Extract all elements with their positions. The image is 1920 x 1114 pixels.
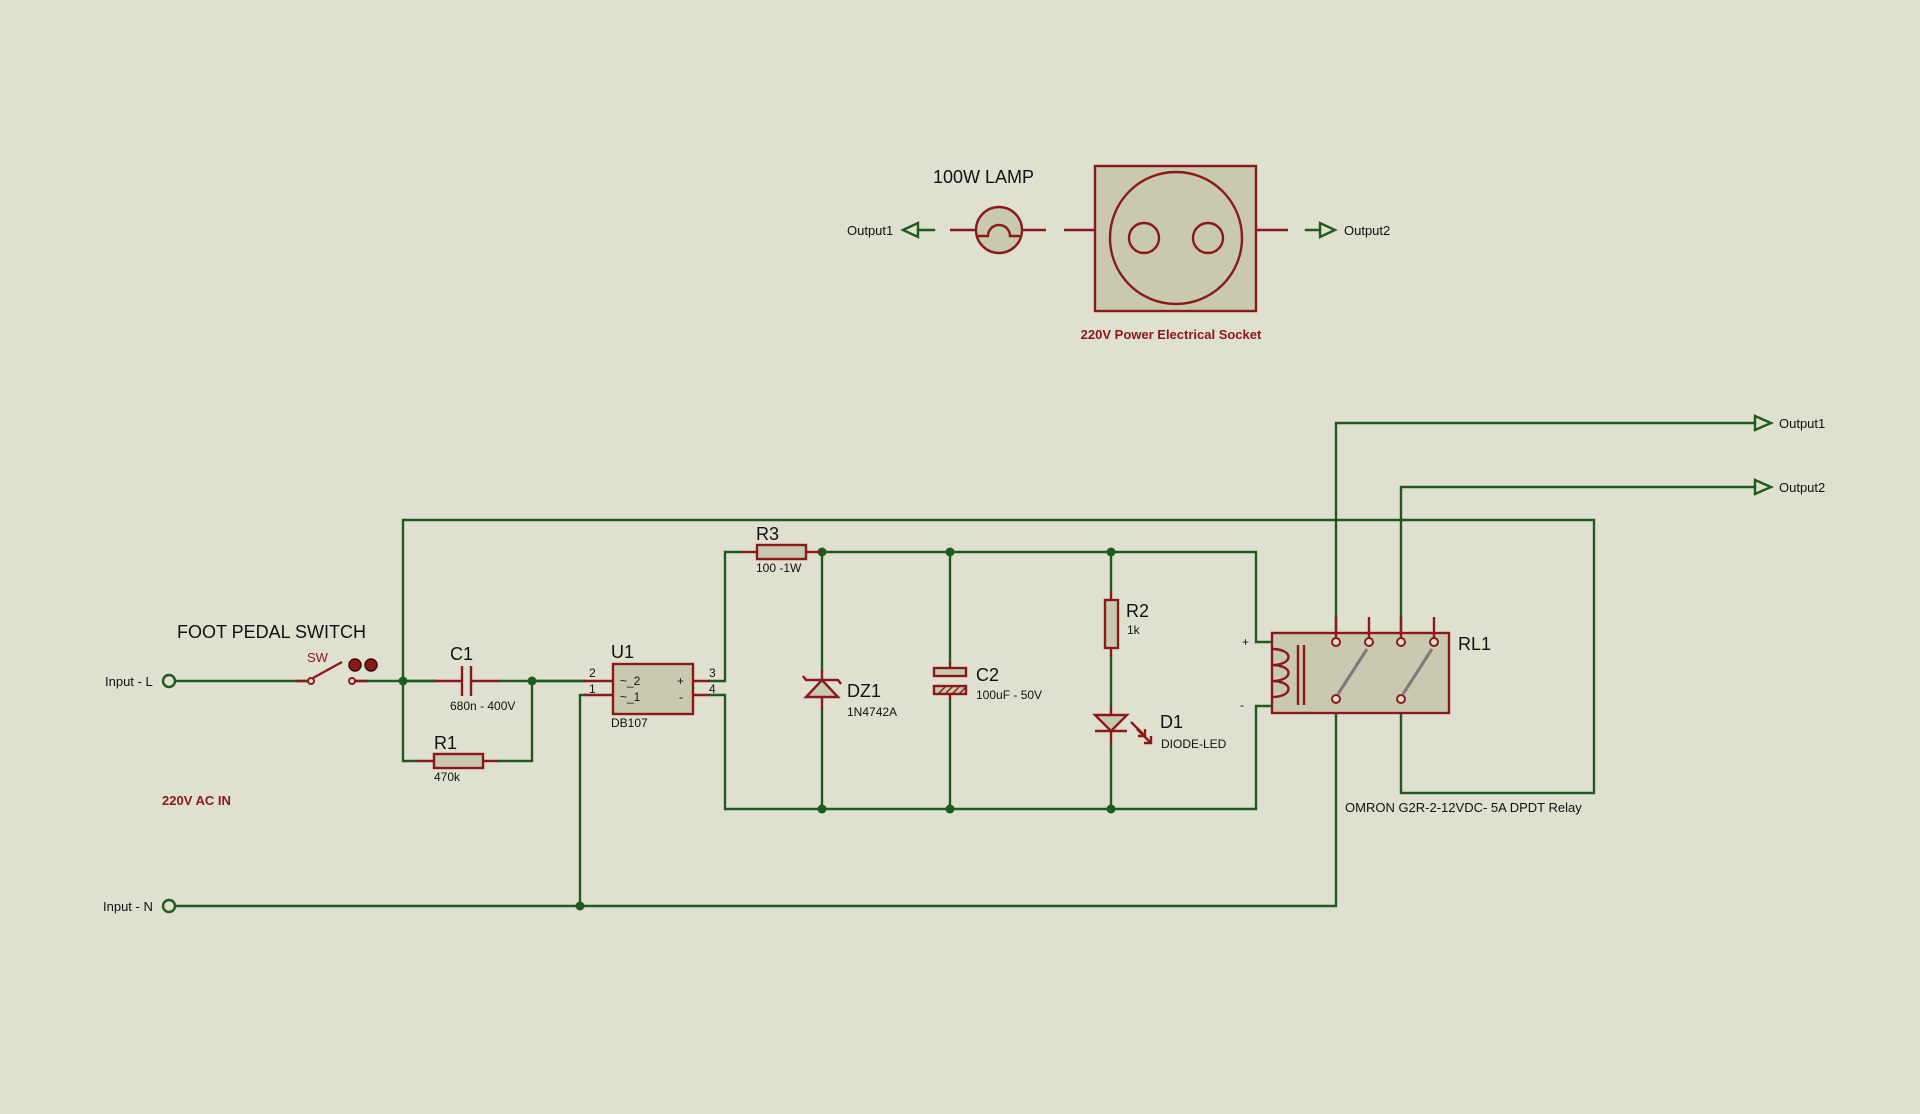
d1-ref: D1 <box>1160 712 1183 732</box>
input-l-terminal[interactable]: Input - L <box>105 673 177 689</box>
u1-pin4: 4 <box>709 682 716 696</box>
led-d1[interactable]: D1 DIODE-LED <box>1092 707 1227 751</box>
u1-pin1: 1 <box>589 682 596 696</box>
input-l-terminal-icon <box>161 673 177 689</box>
ac-in-label: 220V AC IN <box>162 793 231 808</box>
rl1-ref: RL1 <box>1458 634 1491 654</box>
u1-plus: + <box>677 674 684 688</box>
rl1-description: OMRON G2R-2-12VDC- 5A DPDT Relay <box>1345 800 1582 815</box>
r1-ref: R1 <box>434 733 457 753</box>
output1-label-right: Output1 <box>1779 416 1825 431</box>
zener-diode-icon <box>803 678 841 699</box>
switch-indicator-left-icon <box>348 658 362 672</box>
output2-label-right: Output2 <box>1779 480 1825 495</box>
socket-face-icon <box>1108 170 1244 306</box>
output1-terminal-top[interactable]: Output1 <box>847 221 936 239</box>
power-socket[interactable]: 220V Power Electrical Socket <box>1081 164 1262 342</box>
r3-ref: R3 <box>756 524 779 544</box>
lamp-title: 100W LAMP <box>933 167 1034 187</box>
u1-ac2: ~_2 <box>620 674 641 688</box>
switch-blade-icon <box>312 660 343 680</box>
output2-terminal-right[interactable]: Output2 <box>1753 478 1825 496</box>
output2-label-top: Output2 <box>1344 223 1390 238</box>
led-icon <box>1092 713 1130 733</box>
zener-diode-dz1[interactable]: DZ1 1N4742A <box>802 670 897 719</box>
capacitor-c2[interactable]: C2 100uF - 50V <box>932 662 1042 702</box>
u1-ref: U1 <box>611 642 634 662</box>
input-l-label: Input - L <box>105 674 153 689</box>
dz1-ref: DZ1 <box>847 681 881 701</box>
resistor-r1[interactable]: R1 470k <box>417 733 498 784</box>
relay-minus: - <box>1240 698 1244 712</box>
output2-terminal-top[interactable]: Output2 <box>1304 221 1390 239</box>
u1-part: DB107 <box>611 716 648 730</box>
output2-arrow-icon <box>1318 221 1338 239</box>
r1-value: 470k <box>434 770 461 784</box>
input-n-label: Input - N <box>103 899 153 914</box>
resistor-r3[interactable]: R3 100 -1W <box>741 524 822 575</box>
output1-terminal-right[interactable]: Output1 <box>1753 414 1825 432</box>
r2-value: 1k <box>1127 623 1141 637</box>
relay-rl1[interactable]: + - RL1 OMRON G2R-2-12VDC- 5A DPDT Relay <box>1240 617 1582 815</box>
u1-minus: - <box>679 690 683 704</box>
output2-right-arrow-icon <box>1753 478 1774 496</box>
wires <box>173 421 1757 908</box>
output1-right-arrow-icon <box>1753 414 1774 432</box>
relay-contact-1-icon <box>1336 648 1369 695</box>
lamp[interactable]: 100W LAMP <box>933 167 1046 255</box>
c2-ref: C2 <box>976 665 999 685</box>
c1-value: 680n - 400V <box>450 699 515 713</box>
socket-hole-right-icon <box>1191 221 1225 255</box>
c1-ref: C1 <box>450 644 473 664</box>
c2-value: 100uF - 50V <box>976 688 1042 702</box>
junctions <box>398 547 1116 911</box>
r3-value: 100 -1W <box>756 561 802 575</box>
bridge-rectifier-u1[interactable]: U1 DB107 2 1 3 4 ~_2 ~_1 + - <box>584 642 716 730</box>
output1-label-top: Output1 <box>847 223 893 238</box>
lamp-bulb-icon <box>974 205 1024 255</box>
dz1-value: 1N4742A <box>847 705 897 719</box>
switch-title: FOOT PEDAL SWITCH <box>177 622 366 642</box>
u1-pin2: 2 <box>589 666 596 680</box>
relay-coil-icon <box>1271 647 1290 699</box>
resistor-r2[interactable]: R2 1k <box>1103 591 1149 656</box>
socket-title: 220V Power Electrical Socket <box>1081 327 1262 342</box>
output1-arrow-icon <box>900 221 920 239</box>
socket-body <box>1093 164 1258 313</box>
switch-ref: SW <box>307 650 329 665</box>
input-n-terminal[interactable]: Input - N <box>103 898 177 914</box>
u1-pin3: 3 <box>709 666 716 680</box>
switch-indicator-right-icon <box>364 658 378 672</box>
u1-ac1: ~_1 <box>620 690 641 704</box>
foot-pedal-switch[interactable]: FOOT PEDAL SWITCH SW <box>177 622 378 685</box>
d1-value: DIODE-LED <box>1161 737 1227 751</box>
relay-body <box>1270 631 1451 715</box>
r2-ref: R2 <box>1126 601 1149 621</box>
input-n-terminal-icon <box>161 898 177 914</box>
socket-hole-left-icon <box>1127 221 1161 255</box>
relay-contact-2-icon <box>1401 648 1434 695</box>
capacitor-c1[interactable]: C1 680n - 400V <box>435 644 515 713</box>
relay-plus: + <box>1242 635 1249 649</box>
